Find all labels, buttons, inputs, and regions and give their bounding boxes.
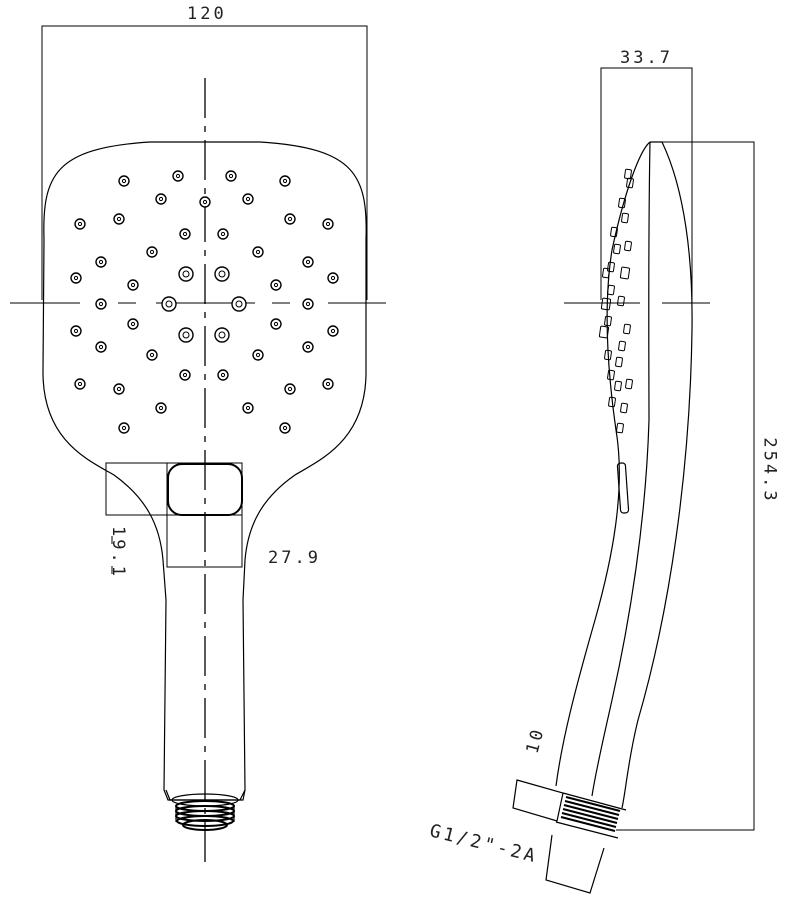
dim-label-button-width: 27.9 (268, 548, 321, 568)
large-nozzle (161, 296, 177, 312)
button (167, 463, 243, 516)
nozzle (279, 422, 291, 434)
side-nozzle (620, 402, 628, 414)
nozzle (74, 218, 86, 230)
nozzle (284, 213, 296, 225)
side-nozzle (604, 315, 612, 327)
hose-connector (165, 789, 246, 831)
nozzle (327, 272, 339, 284)
nozzle (146, 349, 158, 361)
dim-line-head-depth (600, 67, 693, 300)
nozzle (322, 378, 334, 390)
side-body-back-profile (621, 141, 693, 809)
side-nozzle (604, 349, 612, 361)
nozzle (327, 325, 339, 337)
side-button (616, 462, 630, 514)
nozzle (113, 383, 125, 395)
side-nozzle (616, 422, 624, 434)
nozzle (270, 279, 282, 291)
nozzle-group (70, 170, 339, 434)
side-nozzle (618, 340, 626, 352)
dim-line-head-width (41, 25, 368, 300)
side-nozzle (615, 356, 623, 368)
dim-label-button-height: 19.1 (107, 526, 128, 579)
nozzle (70, 272, 82, 284)
side-nozzle (598, 325, 610, 339)
nozzle (242, 193, 254, 205)
dim-box-button-height (105, 462, 243, 516)
nozzle (217, 228, 229, 240)
large-nozzle (178, 266, 194, 282)
side-connector (512, 779, 627, 894)
side-nozzle (626, 177, 634, 189)
side-nozzle (624, 168, 632, 180)
nozzle (146, 246, 158, 258)
nozzle (179, 228, 191, 240)
nozzle (155, 402, 167, 414)
large-nozzle (178, 327, 194, 343)
side-nozzle (617, 295, 625, 307)
side-nozzle-group (598, 168, 634, 434)
large-nozzle (214, 327, 230, 343)
side-view (512, 67, 755, 894)
dim-line-overall-length (616, 141, 755, 831)
nozzle (127, 318, 139, 330)
nozzle (70, 325, 82, 337)
shower-head-outline (42, 141, 367, 801)
nozzle (302, 341, 314, 353)
nozzle (322, 218, 334, 230)
nozzle (279, 175, 291, 187)
side-nozzle (618, 197, 626, 209)
nozzle (74, 378, 86, 390)
nozzle (155, 193, 167, 205)
nozzle (118, 422, 130, 434)
dim-label-head-width: 120 (187, 4, 227, 24)
side-nozzle (602, 267, 610, 279)
side-body-front-profile (555, 141, 651, 787)
nozzle (95, 256, 107, 268)
side-nozzle (600, 297, 612, 311)
nozzle (252, 246, 264, 258)
nozzle (252, 349, 264, 361)
side-nozzle (625, 378, 633, 390)
nozzle (302, 256, 314, 268)
nozzle (302, 298, 314, 310)
nozzle (127, 279, 139, 291)
front-view (10, 25, 386, 862)
nozzle (113, 213, 125, 225)
nozzle (172, 170, 184, 182)
side-nozzle (608, 396, 616, 408)
side-nozzle (614, 380, 622, 392)
side-nozzle (613, 243, 621, 255)
side-nozzle (607, 369, 615, 381)
nozzle (242, 402, 254, 414)
nozzle (95, 298, 107, 310)
nozzle (225, 170, 237, 182)
nozzle (284, 383, 296, 395)
large-nozzle (231, 296, 247, 312)
large-nozzle (214, 266, 230, 282)
dim-label-head-depth: 33.7 (620, 48, 673, 68)
side-nozzle (624, 240, 632, 252)
side-nozzle (623, 323, 631, 335)
side-nozzle (621, 212, 629, 224)
dim-label-overall-length: 254.3 (759, 437, 780, 504)
nozzle (217, 369, 229, 381)
nozzle (199, 196, 211, 208)
side-nozzle (610, 226, 618, 238)
nozzle (270, 318, 282, 330)
side-nozzle (619, 266, 631, 280)
nozzle (95, 341, 107, 353)
side-nozzle (607, 284, 615, 296)
side-nozzle (607, 261, 615, 273)
nozzle (179, 369, 191, 381)
nozzle (118, 175, 130, 187)
side-body-inner-line (591, 141, 651, 797)
